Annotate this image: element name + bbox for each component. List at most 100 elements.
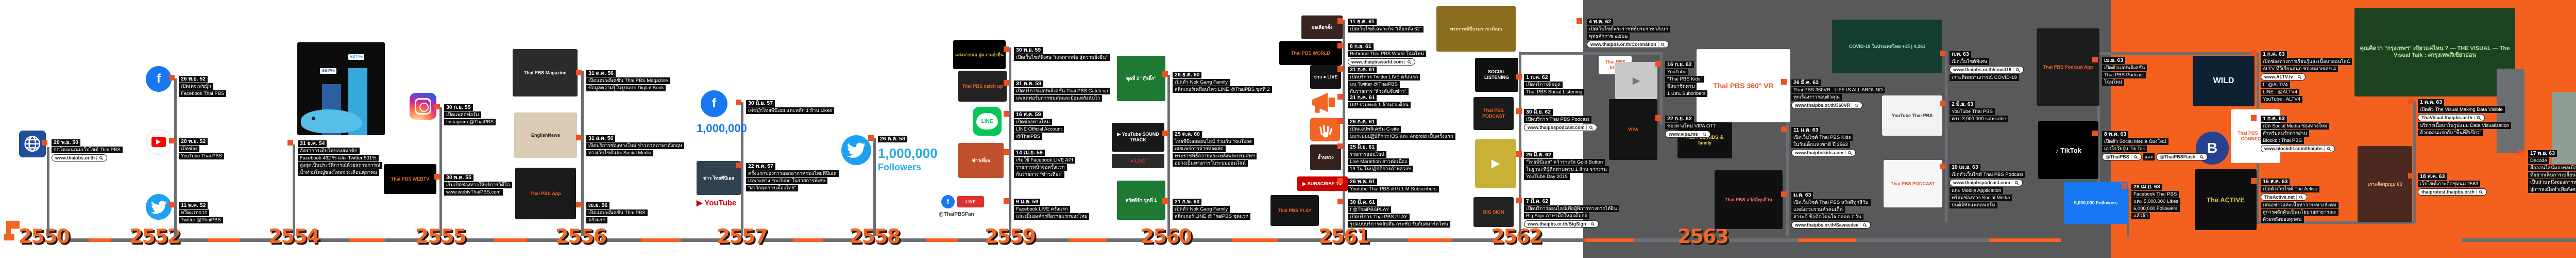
event-marker [576, 70, 582, 75]
url-pill[interactable]: www.blockdit.com/thaipbs [2261, 145, 2335, 152]
event-text: ครบ 3,000,000 subscribe [1950, 116, 2008, 122]
url-pill[interactable]: www.thaipbspodcast.com [1524, 124, 1597, 131]
event-date: 30 มิ.ย. 62 [1524, 109, 1553, 116]
connector-line [293, 144, 295, 236]
event-text: สู่การลงมือทำเพื่อสังคมไปด้วยกัน [2528, 186, 2576, 193]
url-pill[interactable]: @ThaiPBSFlash [2156, 153, 2208, 160]
event-text: เปิดตัวแอปพลิเคชัน [2102, 64, 2147, 71]
url-pill[interactable]: ThaVisual.thaipbs.or.th [2418, 114, 2485, 121]
url-pill[interactable]: www.thaipbsworld.com [1348, 58, 1416, 66]
media-thumbnail: Thai PBS catch up [958, 71, 1007, 102]
connector-line [1343, 20, 1345, 236]
event-date: 26 ธ.ค. 60 [1173, 72, 1202, 78]
url-pill[interactable]: www.ALTV.tv [2261, 73, 2306, 80]
media-thumbnail: Thai PBS PODCAST [1473, 97, 1514, 130]
event-marker [2251, 115, 2257, 121]
event-date: 31 ต.ค. 59 [1014, 80, 1043, 87]
event-text: Facebook 462 % และ Twitter 531% [298, 155, 379, 162]
connector-line [741, 102, 743, 236]
event-date: 30 ก.ย. 55 [444, 104, 473, 111]
event-text: Thai PBS Podcast [2102, 72, 2146, 78]
url-text: www.ALTV.tv [2264, 74, 2293, 79]
event-marker [2408, 99, 2414, 104]
event-date: ม.ค. 63 [1791, 192, 1814, 199]
media-thumbnail: ถ้ำหลวง [1310, 144, 1341, 170]
event-date: 20 พ.ย. 50 [52, 139, 81, 146]
url-text: www.thaipbskids.com [1795, 150, 1844, 155]
event-text: เปิดตัวเว็บไซต์ The Active [2261, 186, 2319, 192]
url-pill-row: www.thaipbskids.com [1791, 149, 1856, 156]
event-text: เปิดตัว Nok Gang Family [1173, 206, 1230, 213]
event-date: 2 มิ.ย. 63 [1950, 101, 1976, 108]
event-text: YouTube Thai PBS [1950, 108, 1995, 115]
event-text: Thai PBS 360VR : LIFE IS ALL AROUND [1791, 87, 1885, 93]
event-text: ในฐานะที่ผู้ติดตามครบ 1 ล้าน จากงาน [1524, 166, 1609, 173]
url-pill[interactable]: www.thaipbs.or.th/360VR [1791, 102, 1863, 109]
search-icon [2130, 154, 2138, 159]
event-text: กับรายการ "ข่าวเที่ยง" [1014, 171, 1065, 178]
event-marker [1781, 79, 1787, 85]
url-pill[interactable]: www.vipa.me [1665, 131, 1710, 138]
url-pill[interactable]: www.thaipbs.or.th [52, 154, 108, 162]
media-thumbnail: ชุดที่ 2 "ดุ๊กดิ๊ก" [1117, 56, 1165, 101]
timeline-segment [1408, 238, 1452, 242]
year-label: 2562 [1491, 225, 1543, 248]
event-text: พร้อมช่องทาง Social Media [1950, 195, 2012, 201]
event-date: 9 ม.ค. 59 [1014, 199, 1041, 205]
event-date: 7 มี.ค. 62 [1524, 198, 1551, 205]
event-date: 10 เม.ย. 63 [1950, 164, 1980, 171]
url-pill[interactable]: www.thaipbs.or.th/Sawasdee [1791, 221, 1871, 229]
connector-line [2097, 52, 2258, 55]
url-pill[interactable]: www.thaipbs.or.th/BigSign [1524, 220, 1599, 228]
event-marker [1940, 101, 1945, 106]
media-thumbnail: ผลเลือกตั้ง [1301, 15, 1343, 39]
event-text: บริการเนื้อหาในรูปแบบ Data Visualization [2418, 122, 2512, 129]
connector-line [873, 138, 876, 236]
url-pill[interactable]: www.thaipbs.or.th/Coronation [1587, 41, 1669, 48]
connector-line [2200, 221, 2414, 224]
url-pill[interactable]: www.thaipbspodcast.com [1950, 179, 2023, 186]
media-thumbnail: LIVE [957, 196, 984, 207]
event-marker [1516, 151, 1522, 157]
media-thumbnail: ข่าว ● LIVE [1310, 65, 1341, 89]
event-text: ทวีตแรกจาก [179, 209, 210, 216]
event-date: 31 ก.ค. 61 [1348, 94, 1377, 101]
event-date: 17 พ.ย. 63 [2528, 150, 2557, 157]
event-text: ครั้งแรกของการออกอากาศช่องไทยพีบีเอส [746, 170, 839, 177]
url-pill-row: thaiprotest.thaipbs.or.th [2418, 188, 2487, 196]
line-icon: LINE [973, 107, 1002, 136]
media-thumbnail: ข่าว ไทยพีบีเอส [697, 161, 741, 195]
event-date: 1 ต.ค. 63 [2418, 99, 2445, 106]
timeline-segment [601, 238, 641, 242]
url-pill[interactable]: www.thaipbskids.com [1791, 149, 1856, 156]
event-date: 11 พ.ค. 52 [179, 202, 208, 209]
event-date: 11 ธ.ค. 61 [1348, 19, 1377, 25]
url-pill[interactable]: thaiprotest.thaipbs.or.th [2418, 188, 2487, 196]
media-caption: ▶ YouTube [697, 199, 737, 207]
url-pill[interactable]: TheActive.net [2261, 194, 2308, 201]
timeline-segment [1634, 238, 1682, 242]
event-marker [1337, 178, 1343, 184]
event-text: แล้วจ้า [2131, 213, 2150, 219]
event-text: เปิดบริการแอปพลิเคชัน Thai PBS Catch up [1014, 88, 1110, 94]
media-thumbnail: Thai PBS 360° VR [1697, 49, 1790, 122]
event-marker [2518, 150, 2524, 155]
event-text: ด้วยตอนแรกกับ "พื้นที่สีเขียว" [2418, 130, 2484, 136]
event-text: ในวันเด็กแห่งชาติ ปี 2563 [1791, 141, 1850, 148]
event-text: บน Twitter @ThaiPBS [1348, 81, 1400, 88]
event-text: สูงสุดเป็นประวัติการณ์ด้วยสถานการณ์ [298, 162, 383, 169]
media-caption: 1,000,000 [697, 122, 747, 135]
url-pill[interactable]: @ThaiPBS [2102, 153, 2142, 160]
media-thumbnail: WILD [2193, 56, 2255, 106]
media-thumbnail: พระราชพิธีบรมราชาภิเษก [1436, 6, 1516, 52]
timeline-segment [1856, 238, 1989, 242]
url-pill[interactable]: www.thaipbs.or.th/covid19 [1950, 66, 2024, 73]
event-date: 8 พ.ค. 63 [2102, 131, 2129, 138]
media-thumbnail: Thai PBS PLAY [1270, 195, 1319, 226]
event-marker [1337, 94, 1343, 100]
